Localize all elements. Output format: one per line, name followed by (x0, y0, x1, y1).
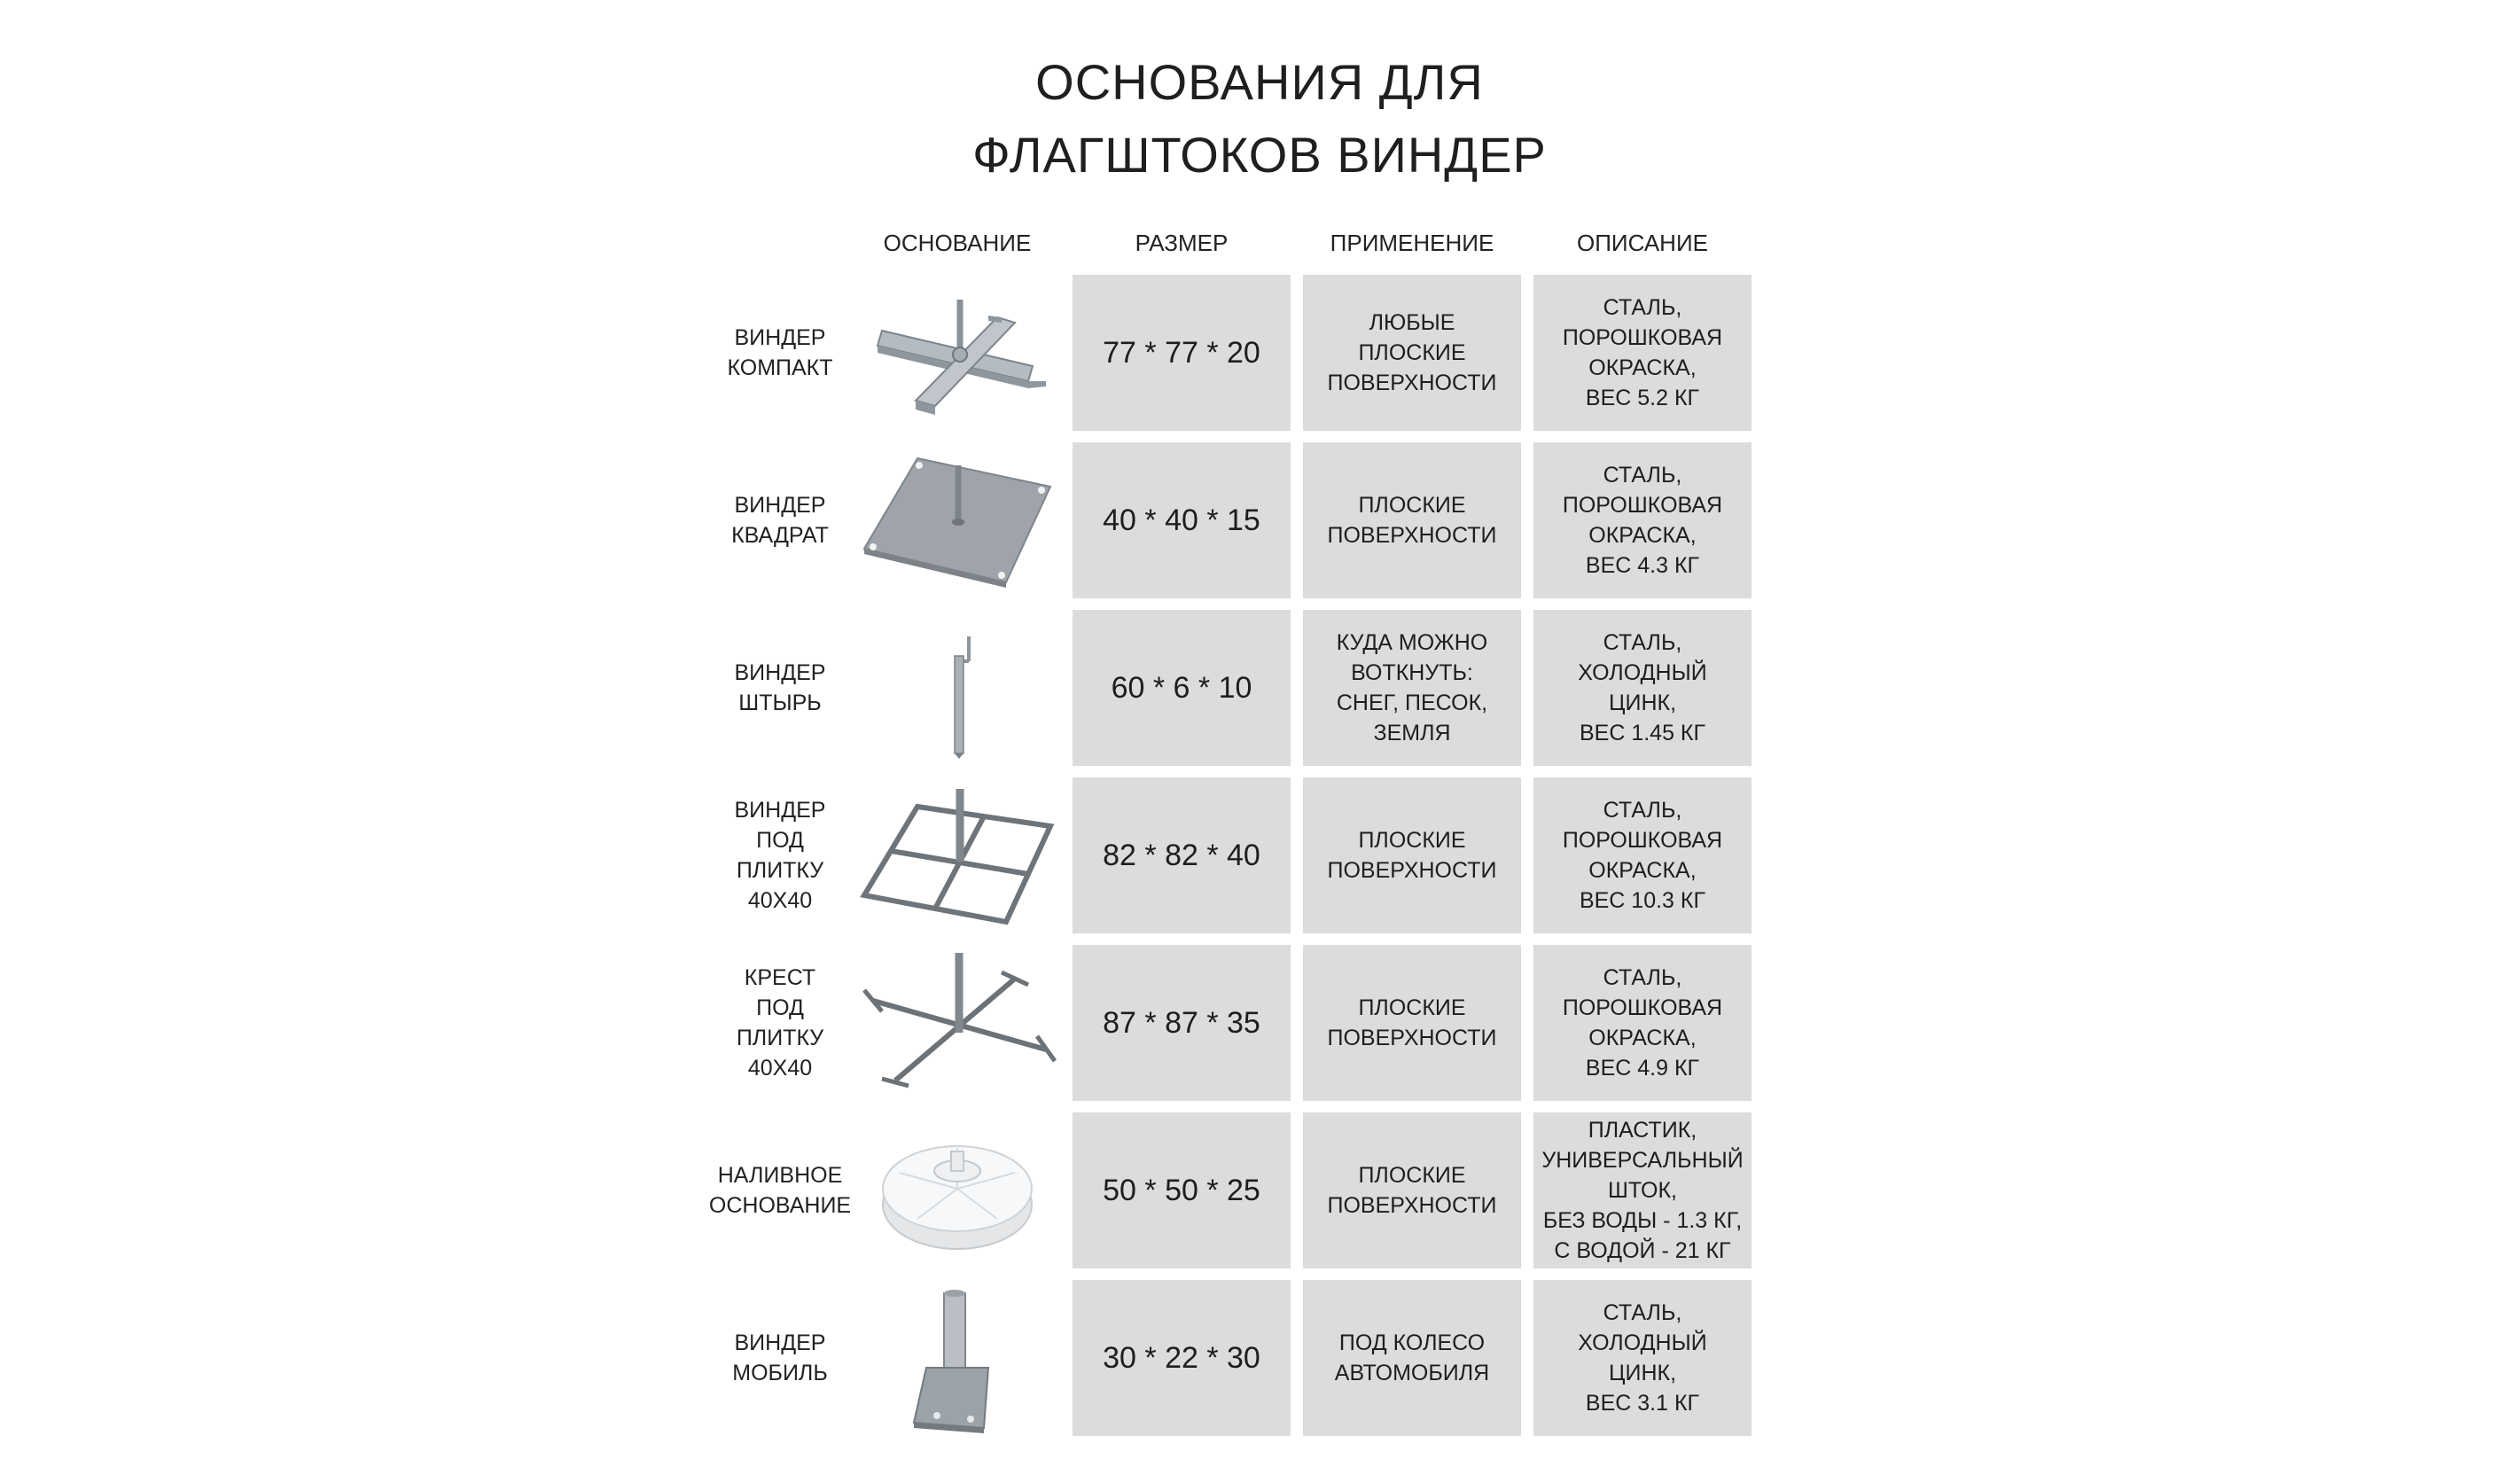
table-row: ВИНДЕР ШТЫРЬ 60 * 6 * 10 КУДА МОЖНО ВОТК… (709, 610, 1764, 766)
car-wheel-base-image (851, 1280, 1064, 1436)
desc-cell: СТАЛЬ, ПОРОШКОВАЯ ОКРАСКА, ВЕС 4.3 КГ (1533, 442, 1752, 598)
table-row: ВИНДЕР МОБИЛЬ 30 * 22 * 30 ПОД КОЛЕСО АВ… (709, 1280, 1764, 1436)
size-cell: 77 * 77 * 20 (1073, 275, 1291, 431)
size-cell: 60 * 6 * 10 (1073, 610, 1291, 766)
tile-frame-base-image (851, 777, 1064, 933)
table-row: ВИНДЕР ПОД ПЛИТКУ 40Х40 82 * 82 * 40 ПЛО… (709, 777, 1764, 933)
row-name: ВИНДЕР МОБИЛЬ (732, 1330, 828, 1385)
use-cell: ПЛОСКИЕ ПОВЕРХНОСТИ (1303, 1112, 1521, 1268)
table-row: ВИНДЕР КВАДРАТ 40 * 40 * 15 ПЛОСКИЕ ПОВЕ… (709, 442, 1764, 598)
page-title: ОСНОВАНИЯ ДЛЯ ФЛАГШТОКОВ ВИНДЕР (728, 46, 1791, 191)
size-cell: 50 * 50 * 25 (1073, 1112, 1291, 1268)
page-title-line-1: ОСНОВАНИЯ ДЛЯ (1035, 54, 1484, 110)
cross-rail-base-image (851, 275, 1064, 431)
desc-cell: ПЛАСТИК, УНИВЕРСАЛЬНЫЙ ШТОК, БЕЗ ВОДЫ - … (1533, 1112, 1752, 1268)
table-row: КРЕСТ ПОД ПЛИТКУ 40Х40 87 * 87 * 35 ПЛОС… (709, 945, 1764, 1101)
ground-spike-image (851, 610, 1064, 766)
desc-cell: СТАЛЬ, ПОРОШКОВАЯ ОКРАСКА, ВЕС 5.2 КГ (1533, 275, 1752, 431)
desc-cell: СТАЛЬ, ПОРОШКОВАЯ ОКРАСКА, ВЕС 10.3 КГ (1533, 777, 1752, 933)
row-name: ВИНДЕР КВАДРАТ (731, 493, 829, 548)
size-cell: 30 * 22 * 30 (1073, 1280, 1291, 1436)
table-row: ВИНДЕР КОМПАКТ 77 * 77 * 20 ЛЮБЫЕ ПЛОСКИ… (709, 275, 1764, 431)
size-cell: 82 * 82 * 40 (1073, 777, 1291, 933)
tile-cross-base-image (851, 945, 1064, 1101)
row-name: КРЕСТ ПОД ПЛИТКУ 40Х40 (736, 965, 824, 1081)
use-cell: ПЛОСКИЕ ПОВЕРХНОСТИ (1303, 945, 1521, 1101)
use-cell: ПЛОСКИЕ ПОВЕРХНОСТИ (1303, 442, 1521, 598)
desc-cell: СТАЛЬ, ХОЛОДНЫЙ ЦИНК, ВЕС 1.45 КГ (1533, 610, 1752, 766)
use-cell: ПОД КОЛЕСО АВТОМОБИЛЯ (1303, 1280, 1521, 1436)
column-header-size: РАЗМЕР (1135, 230, 1229, 256)
water-fillable-base-image (851, 1112, 1064, 1268)
use-cell: ЛЮБЫЕ ПЛОСКИЕ ПОВЕРХНОСТИ (1303, 275, 1521, 431)
desc-cell: СТАЛЬ, ПОРОШКОВАЯ ОКРАСКА, ВЕС 4.9 КГ (1533, 945, 1752, 1101)
table-row: НАЛИВНОЕ ОСНОВАНИЕ 50 * 50 * 25 ПЛОСКИЕ … (709, 1112, 1764, 1268)
size-cell: 87 * 87 * 35 (1073, 945, 1291, 1101)
size-cell: 40 * 40 * 15 (1073, 442, 1291, 598)
use-cell: КУДА МОЖНО ВОТКНУТЬ: СНЕГ, ПЕСОК, ЗЕМЛЯ (1303, 610, 1521, 766)
row-name: ВИНДЕР ПОД ПЛИТКУ 40Х40 (734, 798, 826, 913)
column-header-base: ОСНОВАНИЕ (883, 230, 1032, 256)
desc-cell: СТАЛЬ, ХОЛОДНЫЙ ЦИНК, ВЕС 3.1 КГ (1533, 1280, 1752, 1436)
use-cell: ПЛОСКИЕ ПОВЕРХНОСТИ (1303, 777, 1521, 933)
row-name: НАЛИВНОЕ ОСНОВАНИЕ (708, 1163, 852, 1218)
row-name: ВИНДЕР КОМПАКТ (727, 325, 833, 380)
page-title-line-2: ФЛАГШТОКОВ ВИНДЕР (972, 127, 1547, 183)
column-header-desc: ОПИСАНИЕ (1577, 230, 1708, 256)
row-name: ВИНДЕР ШТЫРЬ (734, 660, 826, 715)
column-header-use: ПРИМЕНЕНИЕ (1330, 230, 1494, 256)
square-plate-base-image (851, 442, 1064, 598)
